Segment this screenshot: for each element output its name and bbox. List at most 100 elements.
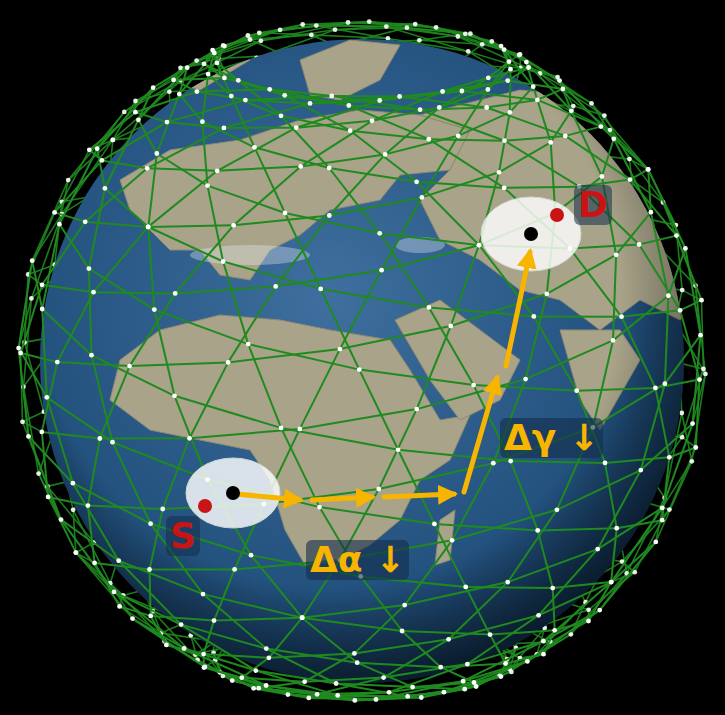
satellite-dot bbox=[182, 646, 187, 651]
satellite-link bbox=[613, 255, 616, 341]
satellite-dot bbox=[387, 690, 392, 695]
satellite-link bbox=[119, 561, 181, 625]
satellite-link bbox=[526, 340, 613, 379]
satellite-link bbox=[639, 245, 680, 311]
satellite-dot bbox=[327, 166, 332, 171]
satellite-dot bbox=[112, 590, 117, 595]
satellite-link bbox=[59, 224, 89, 268]
source-point bbox=[198, 499, 212, 513]
satellite-link bbox=[611, 528, 617, 582]
satellite-dot bbox=[152, 307, 157, 312]
satellite-dot bbox=[667, 455, 672, 460]
satellite-link bbox=[120, 606, 151, 616]
satellite-dot bbox=[410, 685, 415, 690]
satellite-dot bbox=[355, 660, 360, 665]
satellite-link bbox=[508, 510, 557, 582]
satellite-dot bbox=[600, 174, 605, 179]
satellite-link bbox=[662, 457, 669, 520]
satellite-dot bbox=[151, 85, 156, 90]
satellite-link bbox=[42, 309, 91, 355]
satellite-link bbox=[504, 187, 579, 188]
front-mesh bbox=[16, 44, 704, 703]
satellite-dot bbox=[619, 314, 624, 319]
satellite-link bbox=[340, 326, 451, 349]
satellite-link bbox=[89, 188, 105, 268]
satellite-dot bbox=[508, 67, 513, 72]
satellite-link bbox=[21, 285, 42, 353]
satellite-link bbox=[613, 296, 668, 341]
satellite-dot bbox=[535, 98, 540, 103]
delta-alpha-label: Δα ↓ bbox=[306, 540, 409, 580]
satellite-link bbox=[224, 78, 284, 95]
satellite-link bbox=[148, 225, 234, 227]
satellite-dot bbox=[179, 622, 184, 627]
satellite-link bbox=[42, 362, 58, 432]
satellite-dot bbox=[517, 53, 522, 58]
satellite-dot bbox=[383, 152, 388, 157]
source-access-area bbox=[186, 458, 280, 528]
satellite-dot bbox=[317, 505, 322, 510]
satellite-dot bbox=[215, 168, 220, 173]
satellite-dot bbox=[352, 698, 357, 703]
satellite-link bbox=[114, 592, 184, 649]
satellite-link bbox=[224, 103, 310, 128]
satellite-link bbox=[359, 370, 473, 386]
satellite-dot bbox=[29, 296, 34, 301]
satellite-dot bbox=[297, 427, 302, 432]
satellite-link bbox=[474, 385, 577, 391]
satellite-dot bbox=[206, 72, 211, 77]
satellite-dot bbox=[446, 637, 451, 642]
satellite-dot bbox=[127, 364, 132, 369]
satellite-link bbox=[48, 497, 76, 553]
satellite-dot bbox=[367, 19, 372, 24]
satellite-link bbox=[359, 370, 398, 450]
satellite-dot bbox=[246, 342, 251, 347]
satellite-dot bbox=[222, 76, 227, 81]
satellite-dot bbox=[100, 158, 105, 163]
satellite-dot bbox=[201, 592, 206, 597]
satellite-dot bbox=[502, 186, 507, 191]
satellite-dot bbox=[660, 506, 665, 511]
satellite-dot bbox=[178, 65, 183, 70]
satellite-link bbox=[120, 606, 162, 633]
satellite-link bbox=[417, 182, 505, 188]
satellite-link bbox=[202, 74, 208, 122]
satellite-dot bbox=[283, 211, 288, 216]
satellite-link bbox=[511, 461, 605, 463]
satellite-dot bbox=[525, 659, 530, 664]
satellite-link bbox=[451, 245, 479, 326]
satellite-dot bbox=[465, 662, 470, 667]
satellite-link bbox=[281, 428, 319, 507]
satellite-link bbox=[94, 227, 149, 292]
satellite-link bbox=[600, 542, 656, 610]
satellite-dot bbox=[497, 170, 502, 175]
satellite-link bbox=[42, 432, 100, 439]
satellite-dot bbox=[491, 461, 496, 466]
satellite-link bbox=[400, 97, 487, 108]
satellite-link bbox=[301, 154, 385, 166]
satellite-link bbox=[534, 316, 577, 390]
satellite-link bbox=[560, 81, 572, 111]
satellite-link bbox=[148, 227, 223, 262]
satellite-link bbox=[441, 667, 474, 682]
satellite-link bbox=[565, 127, 601, 136]
satellite-dot bbox=[130, 616, 135, 621]
satellite-dot bbox=[536, 613, 541, 618]
satellite-dot bbox=[57, 222, 62, 227]
satellite-dot bbox=[264, 646, 269, 651]
satellite-link bbox=[94, 292, 176, 293]
satellite-link bbox=[402, 631, 490, 635]
satellite-link bbox=[538, 528, 617, 530]
satellite-link bbox=[97, 88, 153, 149]
satellite-link bbox=[55, 212, 86, 221]
satellite-link bbox=[665, 296, 669, 384]
satellite-link bbox=[234, 166, 301, 225]
satellite-link bbox=[570, 249, 622, 317]
satellite-dot bbox=[253, 668, 258, 673]
satellite-dot bbox=[171, 78, 176, 83]
satellite-dot bbox=[477, 243, 482, 248]
satellite-link bbox=[466, 587, 490, 635]
satellite-dot bbox=[256, 686, 261, 691]
satellite-dot bbox=[611, 136, 616, 141]
label-holder: Δγ ↓ bbox=[500, 418, 603, 458]
